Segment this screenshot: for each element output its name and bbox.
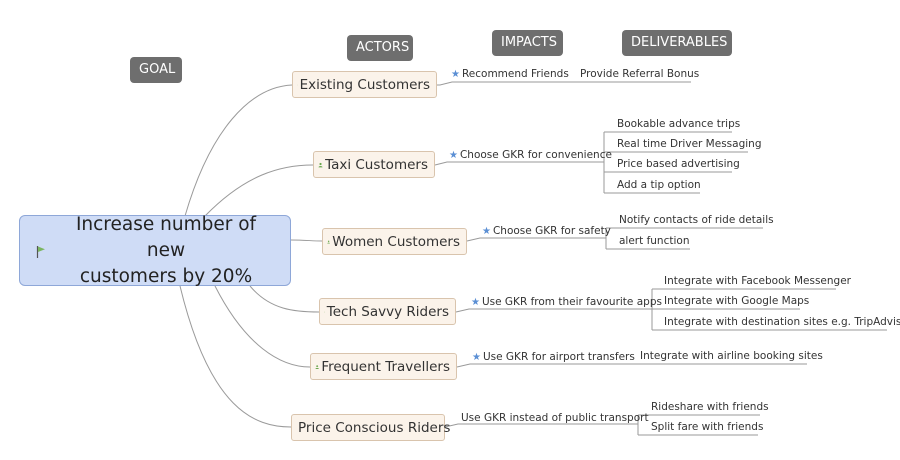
connector-impact-5 xyxy=(456,363,622,368)
impact-label: Use GKR for airport transfers xyxy=(482,351,635,363)
deliverable-integrate-google-maps[interactable]: Integrate with Google Maps xyxy=(664,295,810,307)
deliverable-rideshare-with-friends[interactable]: Rideshare with friends xyxy=(651,401,769,413)
actor-label: Price Conscious Riders xyxy=(298,419,451,436)
impact-use-gkr-instead-public-transport[interactable]: Use GKR instead of public transport xyxy=(461,411,649,425)
impact-use-gkr-airport[interactable]: ★Use GKR for airport transfers xyxy=(472,350,635,365)
impact-label: Use GKR instead of public transport xyxy=(461,412,649,424)
impact-choose-gkr-convenience[interactable]: ★Choose GKR for convenience xyxy=(449,148,612,163)
actor-node-frequent-travellers[interactable]: Frequent Travellers xyxy=(310,353,457,380)
actor-label: Frequent Travellers xyxy=(321,358,450,375)
actor-node-price-conscious-riders[interactable]: Price Conscious Riders xyxy=(291,414,450,441)
connector-impact-4 xyxy=(455,308,648,313)
person-icon xyxy=(327,240,330,244)
person-icon xyxy=(315,364,319,369)
connector-deliv-3 xyxy=(601,227,763,250)
star-icon: ★ xyxy=(482,226,491,237)
actor-label: Taxi Customers xyxy=(325,156,428,173)
header-deliverables: DELIVERABLES xyxy=(622,30,732,56)
impact-label: Recommend Friends xyxy=(461,68,569,80)
connector-deliv-2 xyxy=(600,131,748,194)
deliverable-split-fare-with-friends[interactable]: Split fare with friends xyxy=(651,421,764,433)
star-icon: ★ xyxy=(471,297,480,308)
deliverable-integrate-destination-sites[interactable]: Integrate with destination sites e.g. Tr… xyxy=(664,316,900,328)
deliverable-add-tip-option[interactable]: Add a tip option xyxy=(617,179,701,191)
impact-label: Use GKR from their favourite apps xyxy=(481,296,662,308)
actor-node-existing-customers[interactable]: Existing Customers xyxy=(292,71,437,98)
actor-label: Women Customers xyxy=(332,233,460,250)
deliverable-provide-referral-bonus[interactable]: Provide Referral Bonus xyxy=(580,68,700,80)
goal-text: Increase number of new customers by 20% xyxy=(55,212,277,290)
connector-deliv-4 xyxy=(648,288,887,331)
connector-deliv-6 xyxy=(634,414,760,436)
impact-label: Choose GKR for convenience xyxy=(459,149,612,161)
person-icon xyxy=(297,84,298,85)
star-icon: ★ xyxy=(451,69,460,80)
actor-label: Existing Customers xyxy=(299,76,430,93)
actor-label: Tech Savvy Riders xyxy=(326,303,449,320)
connector-goal-actor-2 xyxy=(204,164,314,217)
deliverable-price-based-advertising[interactable]: Price based advertising xyxy=(617,158,740,170)
connector-impact-1 xyxy=(437,81,562,86)
goal-text-line2: customers by 20% xyxy=(79,265,253,287)
actor-node-tech-savvy-riders[interactable]: Tech Savvy Riders xyxy=(319,298,456,325)
deliverable-real-time-driver-messaging[interactable]: Real time Driver Messaging xyxy=(617,138,762,150)
connector-goal-actor-1 xyxy=(184,84,293,217)
impact-label: Choose GKR for safety xyxy=(492,225,611,237)
impact-choose-gkr-safety[interactable]: ★Choose GKR for safety xyxy=(482,224,611,239)
actor-node-women-customers[interactable]: Women Customers xyxy=(322,228,467,255)
deliverable-bookable-advance-trips[interactable]: Bookable advance trips xyxy=(617,118,741,130)
connector-goal-actor-5 xyxy=(214,285,311,368)
connector-impact-3 xyxy=(466,237,601,242)
header-goal: GOAL xyxy=(130,57,182,83)
star-icon: ★ xyxy=(449,150,458,161)
deliverable-integrate-airline-booking[interactable]: Integrate with airline booking sites xyxy=(640,350,823,362)
star-icon: ★ xyxy=(472,352,481,363)
connector-goal-actor-3 xyxy=(290,239,323,242)
deliverable-alert-function[interactable]: alert function xyxy=(619,235,690,247)
impact-use-gkr-favourite-apps[interactable]: ★Use GKR from their favourite apps xyxy=(471,295,662,310)
person-icon xyxy=(318,162,323,167)
header-actors: ACTORS xyxy=(347,35,413,61)
connector-goal-actor-4 xyxy=(249,285,320,313)
goal-node[interactable]: Increase number of new customers by 20% xyxy=(19,214,291,287)
flag-icon xyxy=(36,246,45,258)
goal-text-line1: Increase number of new xyxy=(75,213,257,261)
deliverable-notify-contacts[interactable]: Notify contacts of ride details xyxy=(619,214,774,226)
connector-impact-6 xyxy=(444,423,634,428)
impact-recommend-friends[interactable]: ★Recommend Friends xyxy=(451,67,569,82)
connector-goal-actor-6 xyxy=(179,285,292,428)
header-impacts: IMPACTS xyxy=(492,30,563,56)
actor-node-taxi-customers[interactable]: Taxi Customers xyxy=(313,151,435,178)
person-icon xyxy=(324,311,325,312)
connector-impact-2 xyxy=(434,161,600,166)
deliverable-integrate-facebook-messenger[interactable]: Integrate with Facebook Messenger xyxy=(664,275,851,287)
